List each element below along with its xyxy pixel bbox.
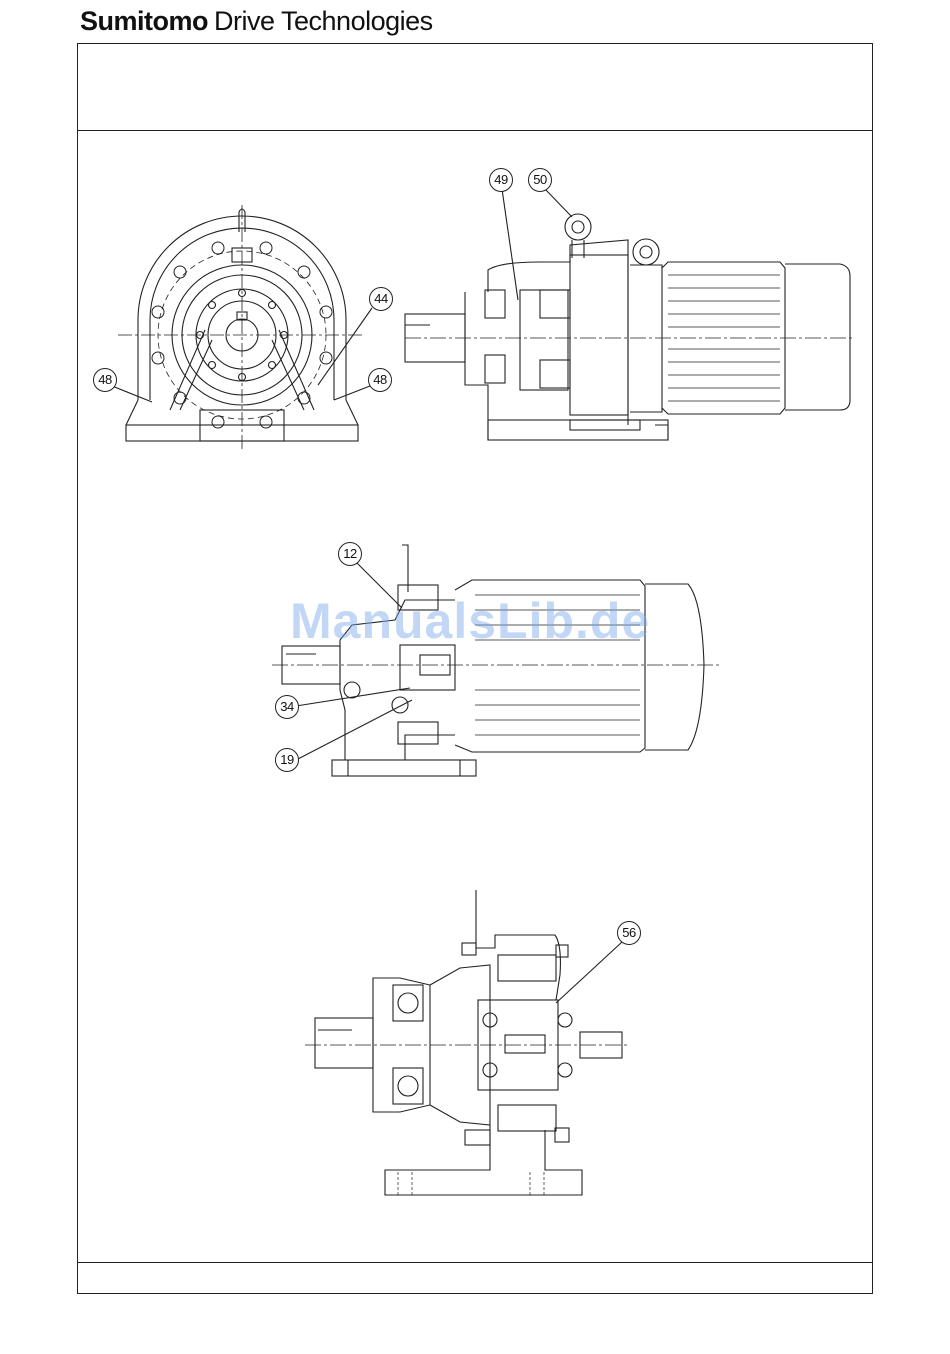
callout-34: 34 [275,695,299,719]
drawing-2-section [272,545,720,776]
callout-48-right: 48 [368,368,392,392]
callout-12: 12 [338,542,362,566]
callout-19: 19 [275,748,299,772]
drawing-1-front-view [112,205,372,450]
callout-48-left: 48 [93,368,117,392]
callout-56: 56 [617,921,641,945]
watermark-text: ManualsLib.de [290,592,650,650]
drawing-3-section [305,890,630,1195]
callout-50: 50 [528,168,552,192]
drawing-1-side-view [405,189,855,440]
callout-49: 49 [489,168,513,192]
callout-44: 44 [369,287,393,311]
